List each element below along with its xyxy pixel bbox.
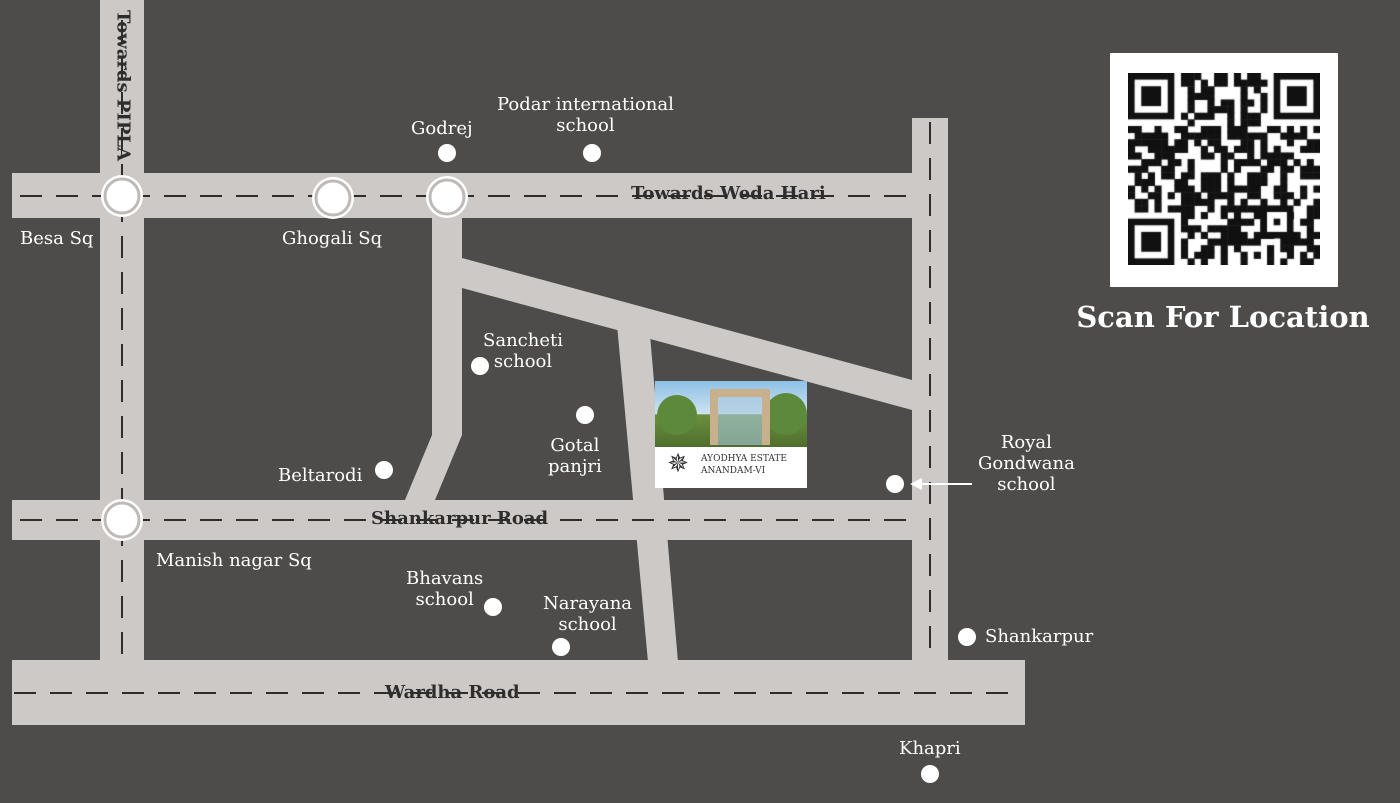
landmark-dots <box>375 144 976 783</box>
project-subtitle: ANANDAM-VI <box>701 466 766 476</box>
qr-code[interactable] <box>1110 53 1338 287</box>
road-dashes <box>14 20 1022 694</box>
road-label-top: Towards Weda Hari <box>631 183 826 204</box>
gotal-line1: Gotal <box>550 435 600 456</box>
qr-caption: Scan For Location <box>1076 300 1370 334</box>
project-photo <box>655 381 807 447</box>
ghogali-sq-label: Ghogali Sq <box>282 228 383 249</box>
project-logo-icon: ✵ <box>667 449 689 479</box>
ghogali-sq-marker <box>312 177 354 219</box>
besa-sq-marker <box>101 175 143 217</box>
narayana-line2: school <box>558 614 617 635</box>
bhavans-line2: school <box>415 589 474 610</box>
arrow-icon <box>910 478 972 490</box>
road-label-shankarpur: Shankarpur Road <box>371 508 549 529</box>
shankarpur-label: Shankarpur <box>985 626 1094 647</box>
sancheti-line2: school <box>493 351 553 372</box>
sancheti-line1: Sancheti <box>483 330 563 351</box>
podar-line2: school <box>556 115 615 136</box>
road-middle <box>617 325 678 662</box>
khapri-label: Khapri <box>899 738 961 759</box>
godrej-sq-marker <box>426 176 468 218</box>
manish-sq-label: Manish nagar Sq <box>156 550 312 571</box>
narayana-line1: Narayana <box>543 593 633 614</box>
road-label-wardha: Wardha Road <box>385 682 520 703</box>
road-diagonal <box>462 258 912 410</box>
gotal-line2: panjri <box>548 456 602 477</box>
besa-sq-label: Besa Sq <box>20 228 94 249</box>
podar-line1: Podar international <box>497 94 674 115</box>
royal-line2: Gondwana <box>978 453 1075 474</box>
manish-sq-marker <box>101 499 143 541</box>
godrej-label: Godrej <box>411 118 473 139</box>
road-godrej <box>405 195 462 500</box>
project-card[interactable]: ✵ AYODHYA ESTATE ANANDAM-VI <box>655 381 807 488</box>
square-markers <box>101 175 468 541</box>
beltarodi-label: Beltarodi <box>278 465 363 486</box>
royal-line1: Royal <box>1000 432 1052 453</box>
road-label-pipla: Towards PIPLA <box>112 9 134 162</box>
royal-line3: school <box>997 474 1056 495</box>
bhavans-line1: Bhavans <box>406 568 484 589</box>
project-name: AYODHYA ESTATE <box>701 454 787 464</box>
